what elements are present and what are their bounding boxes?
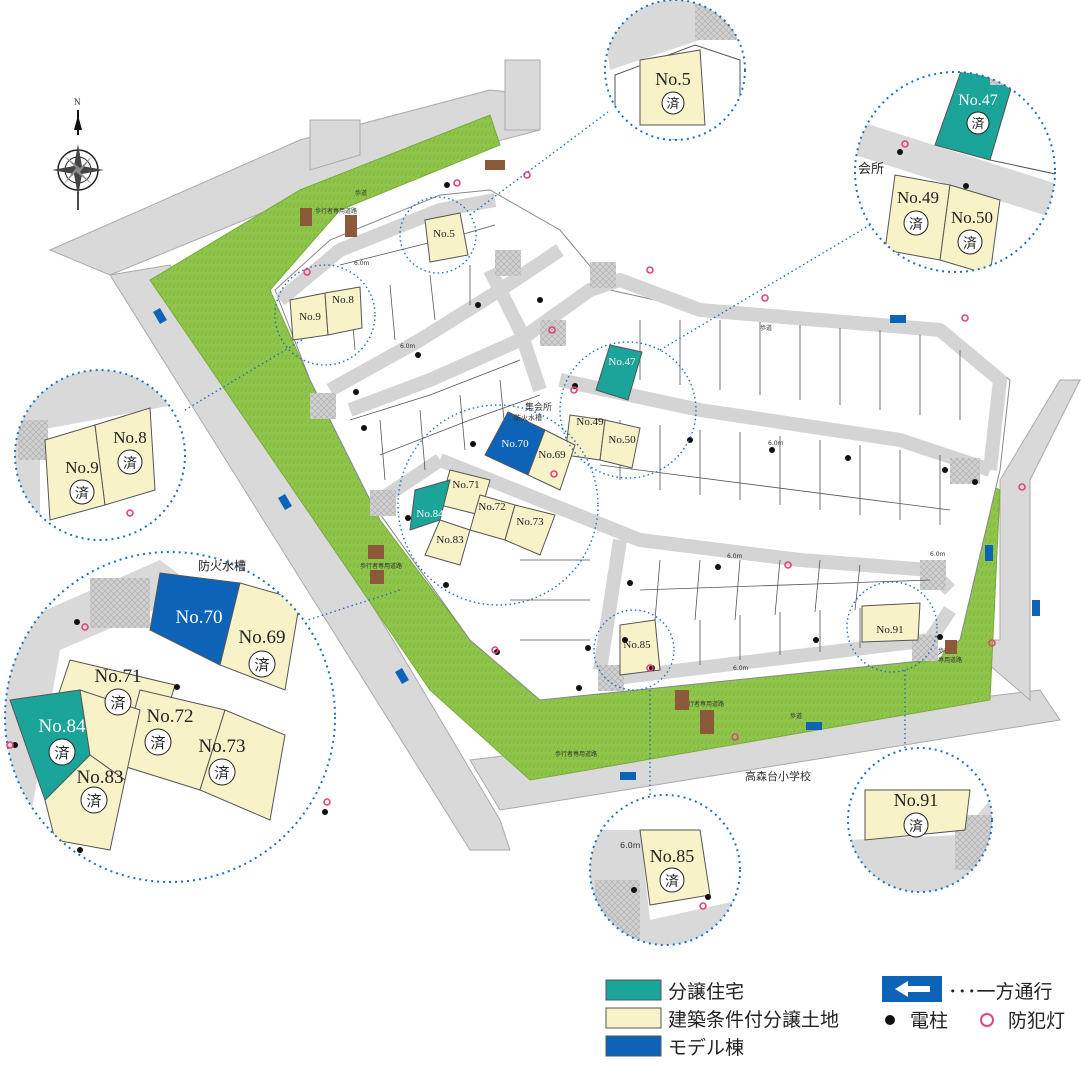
connector-lines — [184, 111, 906, 800]
legend-pole-label: 電柱 — [910, 1010, 948, 1032]
road-width-label: 6.0m — [930, 551, 946, 558]
sold-mark: 済 — [75, 486, 89, 502]
road-width-label: 6.0m — [768, 440, 784, 447]
sold-mark: 済 — [123, 456, 137, 472]
legend-swatch-kenchiku — [605, 1007, 662, 1029]
sold-mark: 済 — [54, 744, 69, 762]
callout-no8-label: No.8 — [113, 428, 147, 447]
legend-swatch-model — [605, 1035, 662, 1057]
compass: N — [52, 97, 104, 210]
callout-no9-label: No.9 — [65, 458, 99, 477]
footpath-label: 専用道路 — [938, 656, 962, 664]
lot-label-8: No.8 — [332, 294, 354, 306]
shukaisho-callout-label: 会所 — [858, 162, 884, 177]
callout-no69-label: No.69 — [239, 627, 286, 648]
main-lots — [289, 212, 921, 676]
focus-circles — [274, 196, 938, 691]
one-way-markers — [153, 307, 1040, 780]
callout-no73-label: No.73 — [199, 736, 246, 757]
callout-no5-label: No.5 — [655, 69, 691, 89]
sold-mark: 済 — [909, 217, 923, 233]
legend-pole-icon — [885, 1015, 895, 1025]
callout-no71-label: No.71 — [95, 666, 142, 687]
lot-label-49: No.49 — [576, 416, 604, 428]
lot-label-85: No.85 — [623, 639, 651, 651]
lot-label-69: No.69 — [538, 449, 566, 461]
sold-mark: 済 — [150, 734, 165, 752]
callout-no47-label: No.47 — [958, 92, 998, 109]
road-width-label: 6.0m — [354, 260, 370, 267]
callout-no84-label: No.84 — [39, 716, 86, 737]
footpath-label: 歩行者専用道路 — [555, 750, 597, 758]
callout-no70-label: No.70 — [176, 607, 223, 628]
lot-label-50: No.50 — [608, 434, 636, 446]
north-label: N — [74, 97, 81, 107]
lot-label-71: No.71 — [452, 479, 479, 491]
bokasui-small-label: 防火水槽 — [514, 413, 542, 422]
footpath-stairs — [300, 160, 957, 734]
road-width-label: 6.0m — [727, 553, 743, 560]
lot-label-47: No.47 — [608, 356, 636, 368]
legend-lamp-label: 防犯灯 — [1008, 1010, 1065, 1032]
callout-no47: No.47 済 No.49 済 No.50 済 会所 — [854, 71, 1056, 273]
sold-mark: 済 — [666, 96, 679, 112]
footpath-label: 歩行者専用道路 — [682, 700, 724, 708]
callout-no5: No.5 済 — [604, 0, 746, 141]
lamps — [303, 171, 1026, 741]
sold-mark: 済 — [86, 792, 101, 810]
outer-roads — [48, 59, 1081, 851]
poles — [353, 182, 978, 691]
sold-mark: 済 — [214, 764, 229, 782]
sold-mark: 済 — [909, 819, 923, 835]
callout-no85: 6.0m No.85 済 — [589, 794, 741, 946]
bokasui-label: 防火水槽 — [198, 558, 246, 573]
sidewalk-label: 歩道 — [790, 712, 802, 720]
legend: 分譲住宅 建築条件付分譲土地 モデル棟 ･･･一方通行 電柱 防犯灯 — [605, 976, 1065, 1059]
legend-bunjo-label: 分譲住宅 — [668, 981, 744, 1003]
lot-label-84: No.84 — [416, 508, 444, 520]
legend-kenchiku-label: 建築条件付分譲土地 — [668, 1009, 839, 1031]
footpath-label: 歩行者専用道路 — [315, 207, 357, 215]
callout-no49-label: No.49 — [897, 188, 939, 207]
sold-mark: 済 — [963, 236, 977, 252]
lot-label-72: No.72 — [478, 501, 505, 513]
callout-no91-label: No.91 — [894, 790, 939, 810]
lot-label-5: No.5 — [433, 228, 455, 240]
callout-no70: 防火水槽 No.70 No.69 済 No.71 済 No.72 済 No.73… — [4, 551, 336, 883]
sidewalk-label: 歩道 — [355, 189, 367, 197]
main-lot-labels: No.5 No.9 No.8 No.47 No.49 No.50 No.70 N… — [299, 228, 903, 651]
lot-label-70: No.70 — [501, 438, 529, 450]
callout-no72-label: No.72 — [147, 706, 194, 727]
callout-no91: No.91 済 — [847, 747, 993, 893]
road-width-label: 6.0m — [620, 841, 641, 850]
legend-model-label: モデル棟 — [668, 1037, 744, 1059]
school-label: 高森台小学校 — [745, 769, 811, 783]
road-width-label: 6.0m — [400, 343, 416, 350]
callout-no50-label: No.50 — [951, 208, 993, 227]
legend-swatch-bunjo — [605, 979, 662, 1001]
legend-lamp-icon — [980, 1013, 994, 1027]
road-width-label: 6.0m — [733, 665, 749, 672]
sold-mark: 済 — [665, 874, 679, 890]
lot-label-83: No.83 — [436, 534, 464, 546]
sold-mark: 済 — [971, 116, 984, 132]
callout-no83-label: No.83 — [77, 767, 124, 788]
shukaisho-label: 集会所 — [525, 401, 552, 413]
lot-label-9: No.9 — [299, 311, 321, 323]
sold-mark: 済 — [254, 656, 269, 674]
footpath-label: 歩行者専用道路 — [360, 562, 402, 570]
main-map-text: 集会所 防火水槽 高森台小学校 6.0m 6.0m 6.0m 6.0m 6.0m… — [315, 189, 962, 783]
callout-no85-label: No.85 — [650, 846, 695, 866]
sidewalk-label: 歩道 — [760, 324, 772, 332]
callout-no9: No.8 済 No.9 済 — [14, 369, 186, 541]
lot-label-73: No.73 — [516, 516, 544, 528]
lot-label-91: No.91 — [876, 624, 903, 636]
legend-oneway-label: ･･･一方通行 — [948, 981, 1053, 1003]
sold-mark: 済 — [110, 694, 125, 712]
